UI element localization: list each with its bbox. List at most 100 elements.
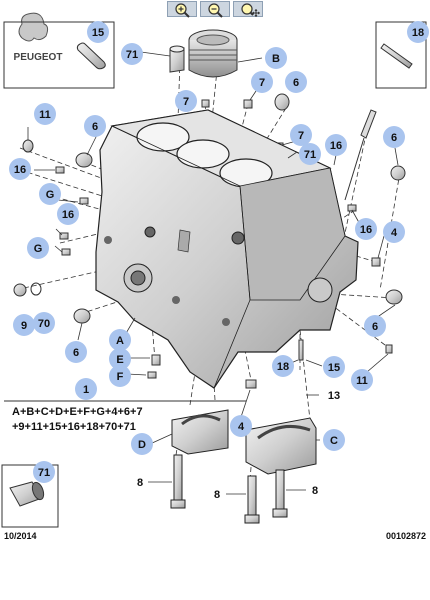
callout-p15-b: 15 (323, 356, 345, 378)
zoom-fit-button[interactable] (233, 1, 263, 17)
callout-label: 18 (277, 361, 289, 373)
pin-18-inset-frame (375, 21, 427, 89)
callout-p6-c: 6 (383, 126, 405, 148)
peugeot-lion-icon (18, 12, 49, 42)
callout-p71-b: 71 (299, 143, 321, 165)
bearing-cap-c (245, 417, 317, 475)
callout-label: 7 (259, 77, 265, 89)
callout-label: F (117, 371, 124, 383)
callout-circle (57, 203, 79, 225)
callout-p70: 70 (33, 312, 55, 334)
callout-label: G (46, 189, 55, 201)
callout-p6-b: 6 (84, 115, 106, 137)
callout-circle (131, 433, 153, 455)
callout-p8-c: 8 (312, 485, 318, 497)
callout-p8-b: 8 (214, 489, 220, 501)
callout-p18-top: 18 (407, 21, 429, 43)
callout-p7-c: 7 (290, 124, 312, 146)
callout-circle (75, 378, 97, 400)
callout-label: 6 (391, 132, 397, 144)
toolbar (0, 0, 430, 18)
callout-p11-b: 11 (351, 369, 373, 391)
callout-label: 70 (38, 318, 50, 330)
callout-label: 16 (62, 209, 74, 221)
callout-pB: B (265, 47, 287, 69)
callout-p16-b: 16 (9, 158, 31, 180)
zoom-out-button[interactable] (200, 1, 230, 18)
callout-p7-a: 7 (175, 90, 197, 112)
callout-label: A (116, 335, 124, 347)
callout-circle (13, 314, 35, 336)
callout-p16-d: 16 (355, 218, 377, 240)
callout-label: 13 (328, 390, 340, 402)
peugeot-logo-box: PEUGEOT (2, 8, 74, 70)
callout-circle (364, 315, 386, 337)
callout-label: 6 (372, 321, 378, 333)
callout-circle (299, 143, 321, 165)
callout-circle (351, 369, 373, 391)
callout-circle (109, 365, 131, 387)
callout-label: 11 (39, 109, 51, 121)
callout-p16-a: 16 (325, 134, 347, 156)
piston (188, 29, 238, 78)
callout-circle (407, 21, 429, 43)
callout-label: 7 (183, 96, 189, 108)
callout-circle (87, 21, 109, 43)
callout-label: 71 (38, 467, 50, 479)
callout-label: 8 (137, 477, 143, 489)
callout-label: 71 (126, 49, 138, 61)
callout-p4-b: 4 (230, 415, 252, 437)
callout-label: C (330, 435, 338, 447)
callout-p6-d: 6 (65, 341, 87, 363)
callout-circle (34, 103, 56, 125)
callout-label: 71 (304, 149, 316, 161)
callout-circle (251, 71, 273, 93)
bearing-cap-d (171, 409, 229, 455)
callout-label: D (138, 439, 146, 451)
callout-circle (65, 341, 87, 363)
engine-block (95, 109, 359, 389)
callout-circle (383, 126, 405, 148)
callout-label: 4 (391, 227, 398, 239)
callout-label: 8 (214, 489, 220, 501)
callout-label: 16 (330, 140, 342, 152)
callout-p71-top: 71 (121, 43, 143, 65)
callout-pD: D (131, 433, 153, 455)
callout-label: E (116, 354, 123, 366)
callout-label: 1 (83, 384, 89, 396)
callout-label: 9 (21, 320, 27, 332)
callout-pA: A (109, 329, 131, 351)
zoom-in-icon (175, 3, 190, 18)
small-parts (13, 93, 406, 389)
bearing-bolts (170, 454, 288, 524)
dipstick-tube (344, 109, 377, 201)
revision-date: 10/2014 (4, 531, 37, 541)
zoom-out-icon (208, 3, 223, 18)
kit-composition-line-1: A+B+C+D+E+F+G+4+6+7 (12, 406, 143, 418)
callout-circle (325, 134, 347, 156)
callout-circle (383, 221, 405, 243)
callout-circle (175, 90, 197, 112)
callout-pC: C (323, 429, 345, 451)
piston-bush-71 (169, 45, 185, 73)
callout-p6-a: 6 (285, 71, 307, 93)
callout-p4-a: 4 (383, 221, 405, 243)
callout-circle (33, 461, 55, 483)
inset-pin-18 (380, 43, 413, 69)
callout-label: 8 (312, 485, 318, 497)
callout-p16-c: 16 (57, 203, 79, 225)
callout-p8-a: 8 (137, 477, 143, 489)
zoom-in-button[interactable] (167, 1, 197, 18)
callout-label: 7 (298, 130, 304, 142)
callout-circle (84, 115, 106, 137)
callout-circle (285, 71, 307, 93)
callout-pG-b: G (27, 237, 49, 259)
callout-circle (290, 124, 312, 146)
callout-circle (27, 237, 49, 259)
callout-p7-b: 7 (251, 71, 273, 93)
callout-label: 15 (328, 362, 340, 374)
callout-pG-a: G (39, 183, 61, 205)
zoom-fit-icon (241, 3, 260, 17)
inset-bush-71 (9, 481, 45, 507)
